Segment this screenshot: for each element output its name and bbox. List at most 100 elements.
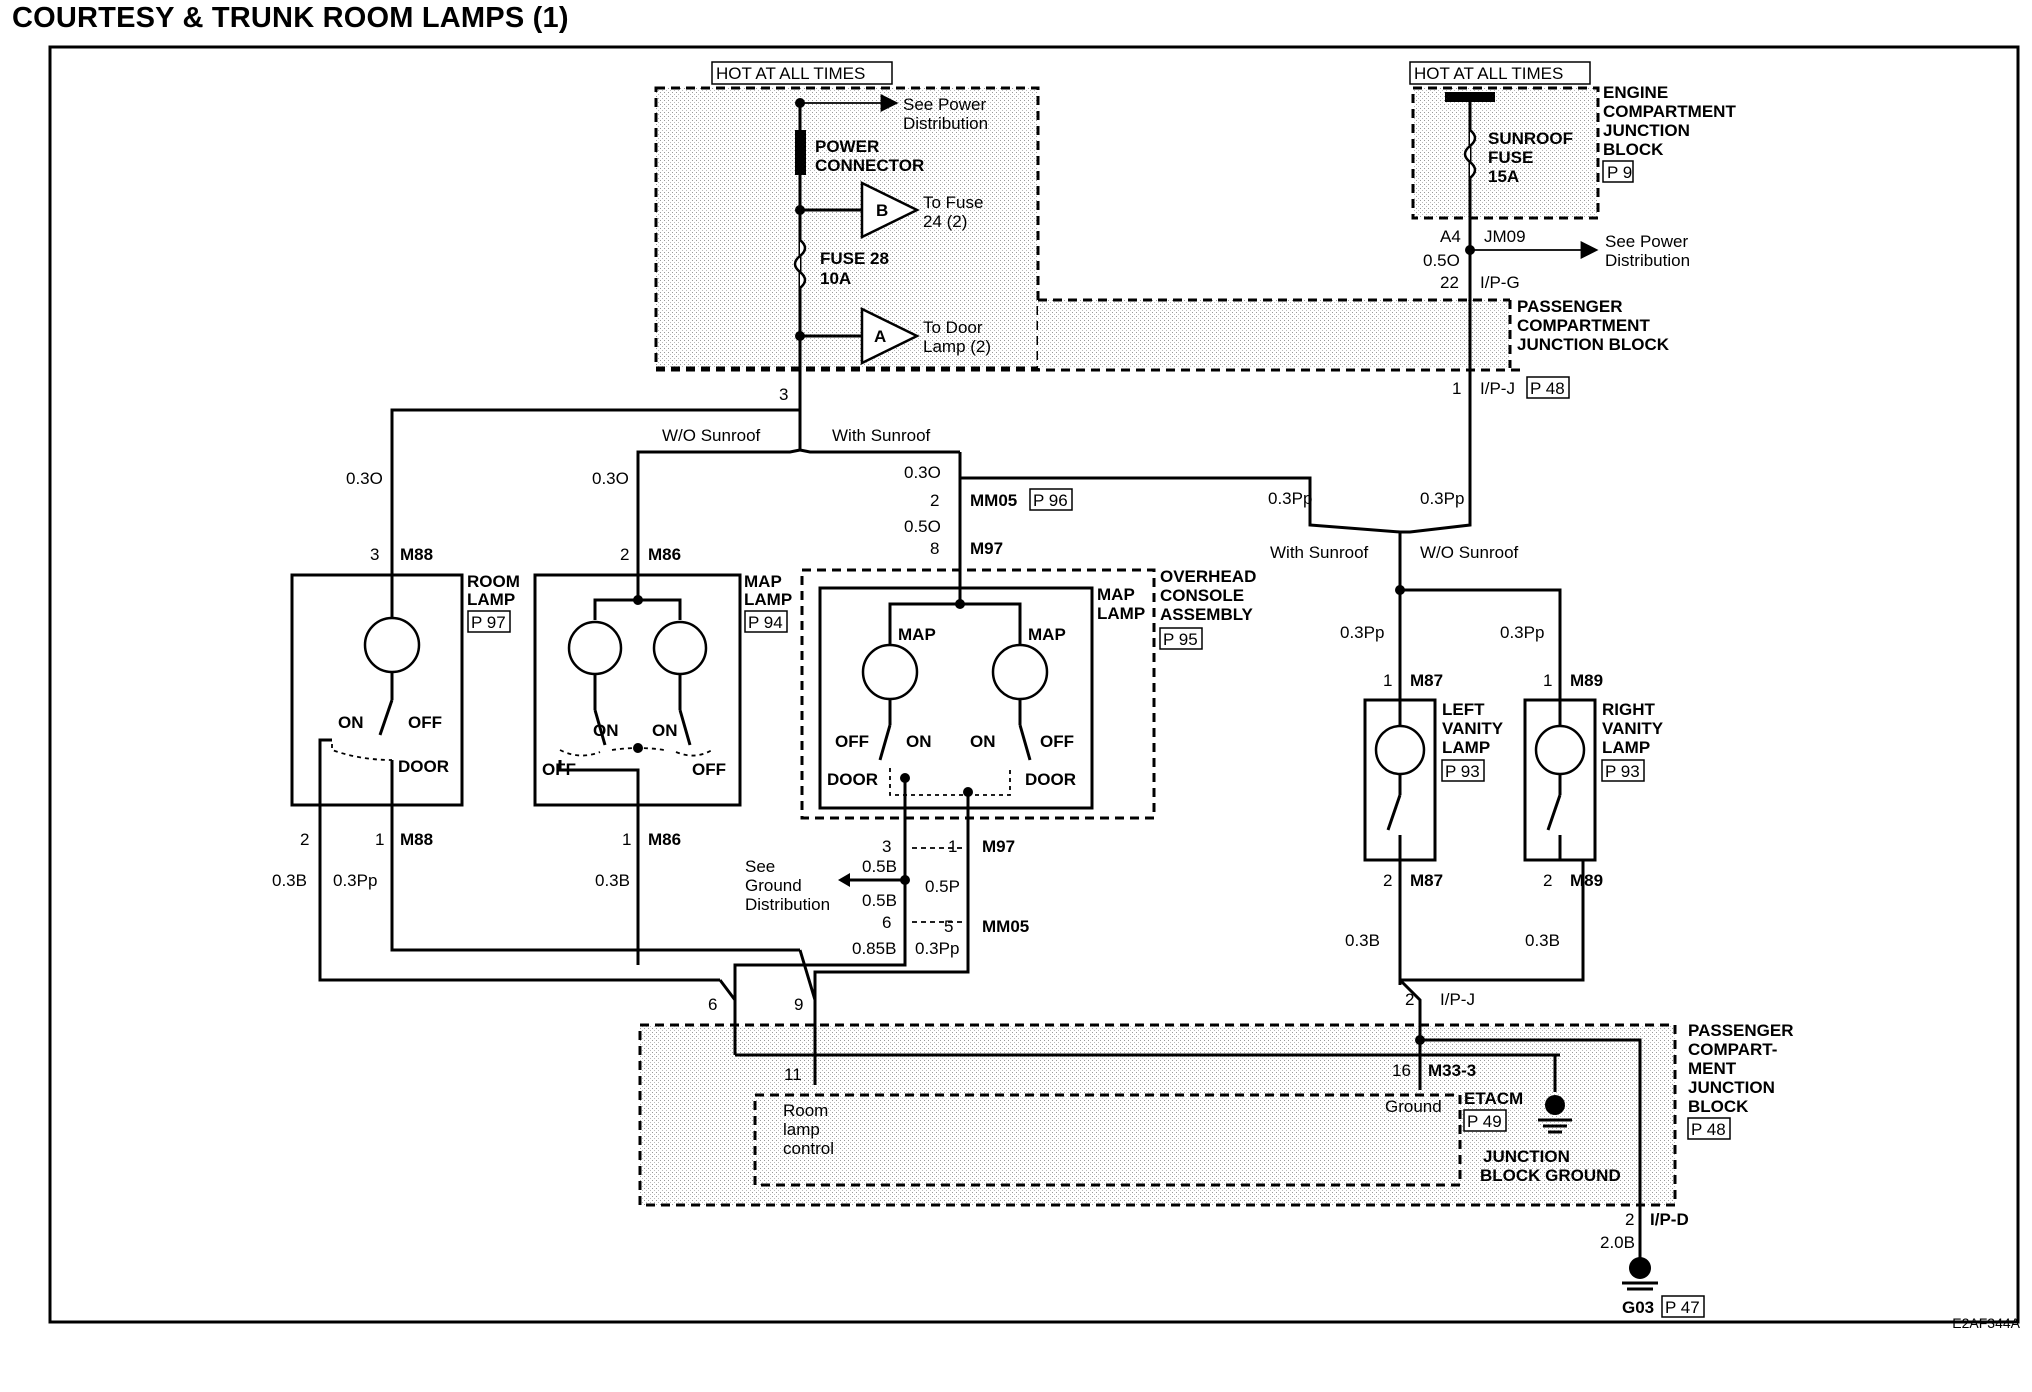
m97-pin: 8	[930, 539, 939, 558]
tri-a: A	[874, 327, 886, 346]
switch-arm	[1546, 794, 1562, 831]
oh-w05p: 0.5P	[925, 877, 960, 896]
oh-name-1: OVERHEAD	[1160, 567, 1256, 586]
pin-1: 1	[1452, 379, 1461, 398]
lv-name-3: LAMP	[1442, 738, 1490, 757]
with-sunroof: With Sunroof	[832, 426, 931, 445]
diagram-code: E2AF344A	[1952, 1315, 2020, 1331]
bt-ground: Ground	[1385, 1097, 1442, 1116]
pcjb-1: PASSENGER	[1517, 297, 1623, 316]
wire	[813, 955, 970, 1000]
ref-box	[1029, 488, 1073, 511]
wire-vanity-nosunroof	[1398, 395, 1472, 590]
ecjb-3: JUNCTION	[1603, 121, 1690, 140]
bt-pcjb-4: JUNCTION	[1688, 1078, 1775, 1097]
room-pin-b1: 1	[375, 830, 384, 849]
bt-ipd: I/P-D	[1650, 1210, 1689, 1229]
wire-map-lamp	[636, 448, 801, 555]
map-name-1: MAP	[744, 572, 782, 591]
wire-room-lamp	[390, 408, 800, 555]
overhead-console: OVERHEAD CONSOLE ASSEMBLY P 95 MAP LAMP …	[733, 567, 1256, 1000]
bt-pin11: 11	[784, 1065, 802, 1084]
oh-pin1: 1	[948, 837, 957, 856]
room-on: ON	[338, 713, 364, 732]
wire	[1398, 978, 1422, 1090]
oh-w05b-b: 0.5B	[862, 891, 897, 910]
wire	[593, 598, 682, 620]
wire-03o-a: 0.3O	[346, 469, 383, 488]
to-fuse-1: To Fuse	[923, 193, 983, 212]
oh-door-r: DOOR	[1025, 770, 1076, 789]
see-ground-3: Distribution	[745, 895, 830, 914]
bt-pcjb-ref: P 48	[1691, 1120, 1726, 1139]
ref-box	[1601, 759, 1645, 782]
ref-box	[1602, 160, 1634, 183]
bt-g03: G03	[1622, 1298, 1654, 1317]
power-connector-2: CONNECTOR	[815, 156, 924, 175]
sunroof-1: SUNROOF	[1488, 129, 1573, 148]
bt-pcjb-1: PASSENGER	[1688, 1021, 1794, 1040]
bt-pin2: 2	[1405, 990, 1414, 1009]
pcjb-dashed	[638, 1023, 1677, 1207]
map-conn-top: M86	[648, 545, 681, 564]
bt-pin16: 16	[1392, 1061, 1411, 1080]
ref-box	[467, 610, 511, 633]
oh-name-2: CONSOLE	[1160, 586, 1244, 605]
oh-map-l: MAP	[898, 625, 936, 644]
map-lamp: 2 M86 MAP LAMP P 94 ON ON OFF OFF 1 M86 …	[533, 545, 792, 965]
room-lamp: 3 M88 ROOM LAMP P 97 ON OFF DOOR 2 1 M88…	[272, 545, 800, 982]
map-on-r: ON	[652, 721, 678, 740]
g03-ground-icon	[1622, 1257, 1658, 1291]
room-w-left: 0.3B	[272, 871, 307, 890]
wire-03o-c: 0.3O	[904, 463, 941, 482]
room-conn-bot: M88	[400, 830, 433, 849]
power-connector-1: POWER	[815, 137, 879, 156]
lv-name-2: VANITY	[1442, 719, 1504, 738]
bt-pcjb-3: MENT	[1688, 1059, 1737, 1078]
fuse-icon	[793, 239, 807, 289]
right-vanity-lamp: 1 M89 RIGHT VANITY LAMP P 93 2 M89 0.3B	[1400, 671, 1664, 982]
room-conn-top: M88	[400, 545, 433, 564]
oh-pin5: 5	[944, 917, 953, 936]
mm05-pin: 2	[930, 491, 939, 510]
map-name-2: LAMP	[744, 590, 792, 609]
bulb-icon	[567, 620, 623, 676]
oh-pin6: 6	[882, 913, 891, 932]
map-pin-top: 2	[620, 545, 629, 564]
map-w-bot: 0.3B	[595, 871, 630, 890]
bt-jbg-2: BLOCK GROUND	[1480, 1166, 1621, 1185]
room-w-right: 0.3Pp	[333, 871, 377, 890]
shaded-area	[1413, 88, 1598, 218]
to-door-2: Lamp (2)	[923, 337, 991, 356]
wire	[318, 738, 332, 825]
switch-arm	[878, 724, 892, 761]
bt-room-ctrl-1: Room	[783, 1101, 828, 1120]
page-title: COURTESY & TRUNK ROOM LAMPS (1)	[12, 2, 569, 34]
room-off: OFF	[408, 713, 442, 732]
pin-22: 22	[1440, 273, 1459, 292]
left-vanity-lamp: 1 M87 LEFT VANITY LAMP P 93 2 M87 0.3B	[1345, 671, 1504, 985]
lv-pin-bot: 2	[1383, 871, 1392, 890]
etacm-dashed	[753, 1093, 1462, 1187]
see-ground-1: See	[745, 857, 775, 876]
oh-map-lamp-1: MAP	[1097, 585, 1135, 604]
switch-path	[559, 747, 713, 757]
oh-w05b-a: 0.5B	[862, 857, 897, 876]
hot-label-box	[1409, 61, 1591, 85]
rv-pin-bot: 2	[1543, 871, 1552, 890]
junction-ground-icon	[1538, 1095, 1572, 1134]
to-fuse-2: 24 (2)	[923, 212, 967, 231]
diagram-frame	[48, 45, 2020, 1324]
ipg: I/P-G	[1480, 273, 1520, 292]
oh-ref: P 95	[1163, 630, 1198, 649]
top-left-fuse-block: HOT AT ALL TIMES See Power Distribution …	[654, 61, 1040, 404]
dashed-outline	[1411, 86, 1600, 220]
power-connector-icon	[795, 130, 806, 175]
room-name-2: LAMP	[467, 590, 515, 609]
fuse28-2: 10A	[820, 269, 851, 288]
room-ref: P 97	[471, 613, 506, 632]
ipj-ref: P 48	[1530, 379, 1565, 398]
see-power-r2: Distribution	[1605, 251, 1690, 270]
wire	[733, 955, 907, 1000]
